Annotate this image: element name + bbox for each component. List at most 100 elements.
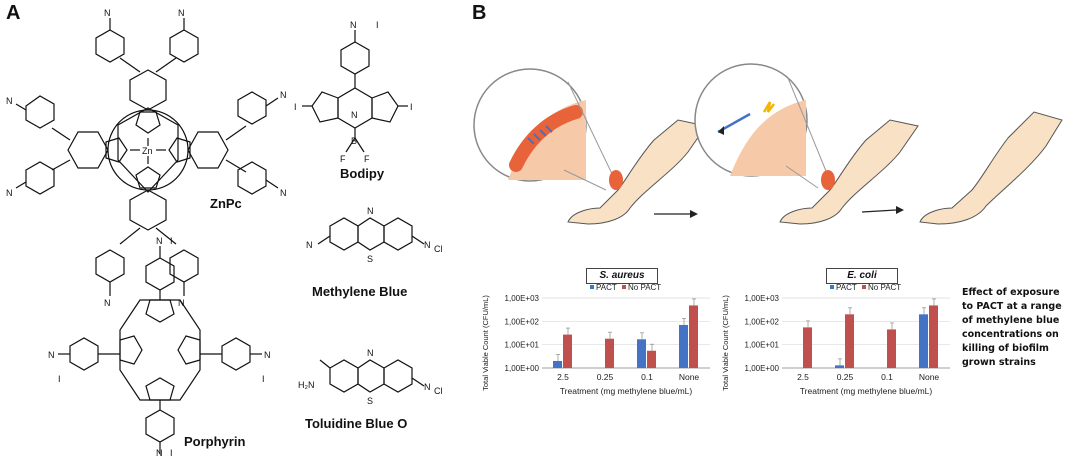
bar: [835, 365, 844, 368]
legend-swatch: [590, 285, 594, 289]
bar: [647, 350, 656, 368]
caption-line: of methylene blue: [962, 315, 1060, 326]
svg-text:F: F: [364, 154, 370, 164]
svg-text:S: S: [367, 396, 373, 406]
svg-text:F: F: [340, 154, 346, 164]
bar-chart-s-aureus: PACT No PACT 1,00E+00 1,00E+01 1,00E+02 1,00E…: [481, 283, 710, 396]
svg-text:N: N: [156, 236, 163, 246]
x-tick-label: 0.25: [837, 372, 854, 382]
svg-text:N: N: [367, 206, 374, 216]
y-axis-label: Total Viable Count (CFU/mL): [481, 295, 490, 391]
porphyrin-structure: [58, 246, 262, 454]
leg-illustration-3: [919, 111, 1063, 225]
svg-text:N: N: [280, 90, 287, 100]
figure-caption: Effect of exposure to PACT at a range of…: [962, 286, 1062, 370]
porphyrin-label: Porphyrin: [184, 434, 246, 449]
y-tick-label: 1,00E+01: [505, 341, 540, 350]
svg-text:N: N: [6, 188, 13, 198]
legend-label: No PACT: [628, 283, 661, 292]
caption-line: grown strains: [962, 357, 1036, 368]
bodipy-structure: [302, 30, 408, 153]
svg-text:N: N: [156, 448, 163, 457]
arrow-2: [861, 206, 904, 214]
svg-text:I: I: [170, 236, 173, 246]
panel-label-a: A: [6, 2, 21, 24]
svg-text:I: I: [376, 20, 379, 30]
x-tick-label: 2.5: [557, 372, 569, 382]
bar: [605, 338, 614, 368]
svg-text:N: N: [264, 350, 271, 360]
svg-text:N: N: [350, 20, 357, 30]
leg-illustration-1: [567, 119, 707, 225]
caption-line: to PACT at a range: [962, 301, 1062, 312]
caption-line: killing of biofilm: [962, 343, 1049, 354]
svg-text:N: N: [104, 298, 111, 308]
svg-text:N: N: [306, 240, 313, 250]
y-tick-label: 1,00E+00: [745, 364, 780, 373]
y-tick-label: 1,00E+01: [745, 341, 780, 350]
bodipy-label: Bodipy: [340, 166, 385, 181]
svg-text:S: S: [367, 254, 373, 264]
wound-zoom-circle-1: [473, 68, 587, 182]
chemical-structures: Zn NN NN NN NN NI NB FF II NN NS Cl H₂NN…: [6, 8, 443, 457]
svg-text:N: N: [6, 96, 13, 106]
svg-text:I: I: [262, 374, 265, 384]
znpc-structure: [15, 18, 279, 296]
x-tick-label: 2.5: [797, 372, 809, 382]
bar: [919, 314, 928, 368]
svg-text:Zn: Zn: [142, 146, 153, 156]
svg-text:N: N: [424, 240, 431, 250]
x-axis-label: Treatment (mg methylene blue/mL): [560, 386, 693, 396]
chart-title-e-coli: E. coli: [826, 268, 898, 284]
svg-text:N: N: [367, 348, 374, 358]
svg-text:I: I: [58, 374, 61, 384]
x-tick-label: 0.1: [881, 372, 893, 382]
bar: [553, 360, 562, 368]
bar: [563, 334, 572, 368]
y-tick-label: 1,00E+03: [745, 294, 780, 303]
x-tick-label: None: [919, 372, 940, 382]
znpc-label: ZnPc: [210, 196, 242, 211]
svg-text:I: I: [410, 102, 413, 112]
svg-text:N: N: [178, 298, 185, 308]
leg-illustration-2: [779, 119, 919, 225]
y-tick-label: 1,00E+00: [505, 364, 540, 373]
svg-text:N: N: [104, 8, 111, 18]
chart-title-s-aureus: S. aureus: [586, 268, 658, 284]
toluidine-blue-structure: [319, 359, 425, 393]
y-tick-label: 1,00E+03: [505, 294, 540, 303]
svg-text:N: N: [280, 188, 287, 198]
legend-label: PACT: [836, 283, 857, 292]
legend-swatch: [622, 285, 626, 289]
svg-text:B: B: [351, 136, 357, 146]
x-tick-label: 0.1: [641, 372, 653, 382]
wound-zoom-circle-2: [694, 63, 808, 177]
svg-text:Cl: Cl: [434, 386, 443, 396]
y-axis-label: Total Viable Count (CFU/mL): [721, 295, 730, 391]
methylene-blue-structure: [317, 217, 425, 251]
methylene-blue-label: Methylene Blue: [312, 284, 408, 299]
x-axis-label: Treatment (mg methylene blue/mL): [800, 386, 933, 396]
svg-text:N: N: [351, 110, 358, 120]
caption-line: concentrations on: [962, 329, 1059, 340]
legend-swatch: [830, 285, 834, 289]
x-tick-label: None: [679, 372, 700, 382]
svg-text:Cl: Cl: [434, 244, 443, 254]
bar: [845, 314, 854, 368]
toluidine-blue-label: Toluidine Blue O: [305, 416, 408, 431]
panel-label-b: B: [472, 2, 487, 24]
legend-label: PACT: [596, 283, 617, 292]
bar: [929, 305, 938, 368]
pact-illustration: [473, 63, 1063, 225]
svg-text:N: N: [48, 350, 55, 360]
svg-text:N: N: [178, 8, 185, 18]
arrow-1: [654, 210, 698, 218]
bar: [887, 329, 896, 368]
svg-text:I: I: [294, 102, 297, 112]
x-tick-label: 0.25: [597, 372, 614, 382]
y-tick-label: 1,00E+02: [505, 317, 540, 326]
bar: [803, 327, 812, 368]
y-tick-label: 1,00E+02: [745, 317, 780, 326]
svg-text:I: I: [170, 448, 173, 457]
